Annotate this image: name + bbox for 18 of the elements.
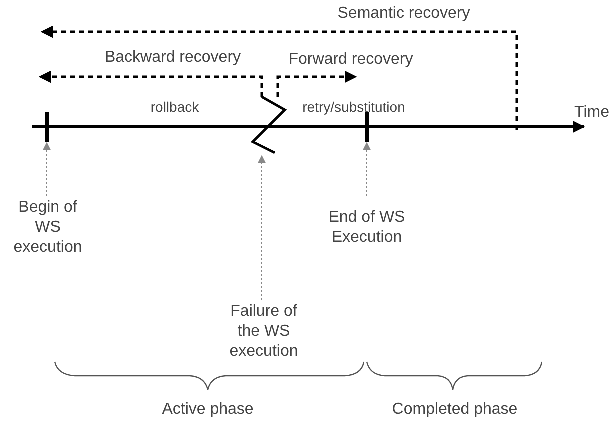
phase-label: Completed phase bbox=[392, 400, 518, 420]
edge-label: Forward recovery bbox=[288, 50, 414, 70]
axis-label: Time bbox=[574, 103, 610, 123]
failure-zigzag bbox=[250, 96, 288, 154]
event-label: Failure of the WS execution bbox=[228, 302, 300, 362]
recovery-arrow bbox=[276, 70, 358, 97]
recovery-arrow bbox=[38, 70, 264, 97]
tick-mark bbox=[45, 112, 49, 142]
event-label: Begin of WS execution bbox=[12, 198, 84, 258]
leader-arrow bbox=[363, 142, 371, 196]
arrow-caption: rollback bbox=[150, 98, 200, 117]
event-label: End of WS Execution bbox=[328, 208, 406, 248]
edge-label: Backward recovery bbox=[104, 48, 242, 68]
phase-label: Active phase bbox=[162, 400, 254, 420]
arrow-caption: retry/substitution bbox=[302, 98, 406, 117]
leader-arrow bbox=[258, 155, 266, 300]
arrow-label: Semantic recovery bbox=[338, 4, 470, 24]
leader-arrow bbox=[43, 142, 51, 196]
